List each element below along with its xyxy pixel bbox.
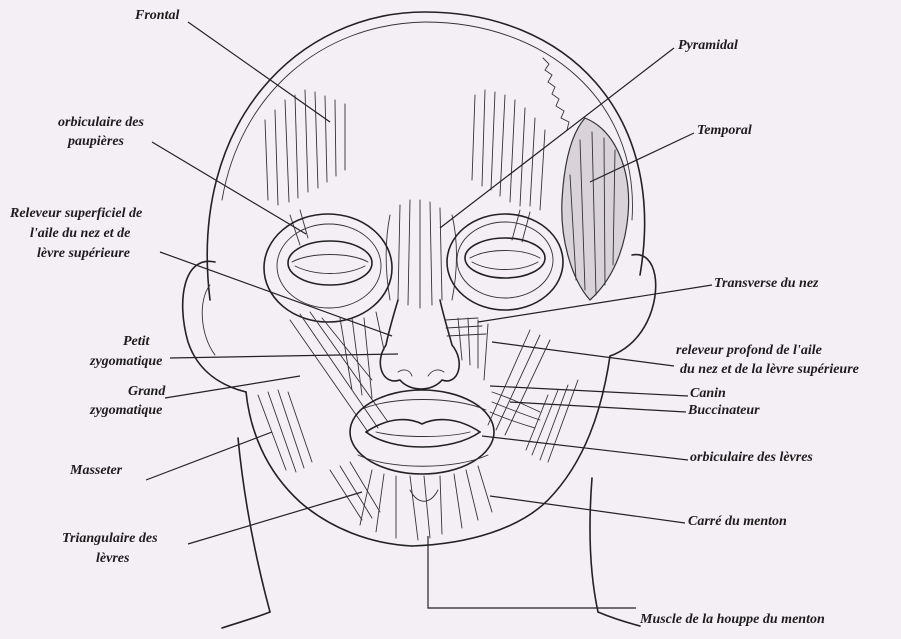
leader-petit-zygomatique	[170, 354, 398, 358]
label-houppe-du-menton: Muscle de la houppe du menton	[640, 612, 825, 628]
label-masseter: Masseter	[70, 463, 122, 479]
cranial-suture	[543, 58, 569, 130]
left-ear	[183, 261, 246, 392]
chin-muscles	[360, 466, 492, 540]
left-cheek-muscles	[290, 312, 388, 432]
right-masseter	[526, 380, 578, 462]
label-petit-zygomatique-line1: Petit	[123, 334, 149, 350]
right-eye-slit	[470, 251, 540, 270]
orbicularis-oris	[350, 390, 494, 474]
leader-orbiculaire-paupieres	[152, 142, 306, 234]
lip-line	[376, 432, 470, 437]
label-petit-zygomatique-line2: zygomatique	[90, 354, 162, 370]
pyramidal-muscle	[386, 200, 456, 308]
left-eye-slit	[292, 255, 368, 274]
label-orbiculaire-paupieres-line1: orbiculaire des	[58, 115, 144, 131]
label-releveur-superficiel-line1: Releveur superficiel de	[10, 206, 142, 222]
nostrils	[398, 370, 444, 376]
left-ear-detail	[202, 285, 215, 355]
lower-lip	[366, 432, 480, 447]
leader-triangulaire	[188, 492, 362, 544]
leader-canin	[490, 386, 688, 396]
leader-lines	[146, 22, 712, 608]
neck-right	[590, 478, 598, 612]
nose	[380, 300, 459, 389]
shoulder-right	[598, 612, 640, 626]
label-grand-zygomatique-line2: zygomatique	[90, 403, 162, 419]
right-orbicularis-inner-ring	[457, 222, 553, 298]
label-releveur-profond-line1: releveur profond de l'aile	[676, 343, 822, 359]
transverse-nasal-striations	[445, 318, 486, 336]
label-temporal: Temporal	[697, 123, 752, 139]
buccinator	[490, 392, 540, 428]
leader-frontal	[188, 22, 330, 122]
left-orbicularis-oculi	[264, 214, 392, 322]
left-eyelids	[288, 241, 372, 285]
upper-lip	[366, 420, 480, 432]
label-triangulaire-line1: Triangulaire des	[62, 531, 158, 547]
label-orbiculaire-levres: orbiculaire des lèvres	[690, 450, 813, 466]
right-ear	[610, 255, 656, 356]
leader-carre-menton	[490, 496, 685, 523]
label-grand-zygomatique-line1: Grand	[128, 384, 165, 400]
label-pyramidal: Pyramidal	[678, 38, 738, 54]
label-releveur-superficiel-line3: lèvre supérieure	[37, 246, 130, 262]
leader-releveur-superficiel	[160, 252, 392, 336]
right-orbicularis-oculi	[447, 214, 563, 310]
label-triangulaire-line2: lèvres	[96, 551, 129, 567]
leader-houppe-menton	[428, 536, 636, 608]
label-releveur-superficiel-line2: l'aile du nez et de	[30, 226, 130, 242]
label-carre-du-menton: Carré du menton	[688, 514, 787, 530]
label-frontal: Frontal	[135, 8, 179, 24]
neck-left	[238, 438, 270, 612]
leader-orbiculaire-levres	[482, 436, 688, 460]
label-releveur-profond-line2: du nez et de la lèvre supérieure	[680, 362, 859, 378]
right-eyelids	[465, 238, 545, 278]
leader-masseter	[146, 432, 272, 480]
label-buccinateur: Buccinateur	[688, 403, 760, 419]
leader-pyramidal	[440, 48, 674, 228]
orbicularis-oris-striations	[358, 400, 488, 467]
triangularis	[330, 462, 380, 520]
shoulder-left	[222, 612, 270, 628]
label-transverse-du-nez: Transverse du nez	[714, 276, 819, 292]
label-orbiculaire-paupieres-line2: paupières	[68, 134, 124, 150]
label-canin: Canin	[690, 386, 726, 402]
